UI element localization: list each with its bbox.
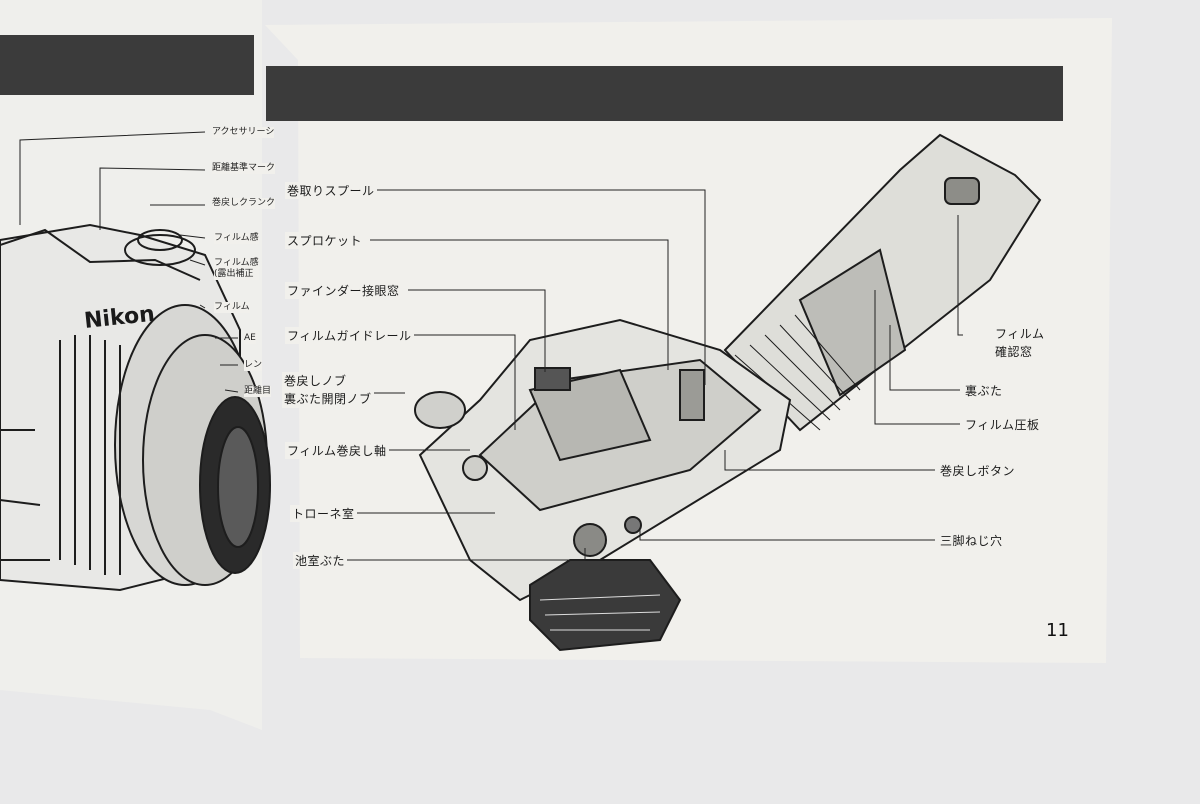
callout-sprocket: スプロケット [285, 232, 365, 249]
left-label-8: レン [244, 360, 263, 371]
left-label-2: 距離基準マーク [212, 163, 276, 174]
callout-takeup-spool: 巻取りスプール [285, 182, 377, 199]
callout-film-guide-rail: フィルムガイドレール [285, 327, 414, 344]
left-label-9: 距離目 [244, 386, 272, 397]
callout-pressure-plate: フィルム圧板 [963, 416, 1042, 433]
callout-rewind-shaft: フィルム巻戻し軸 [285, 442, 389, 459]
left-leader-lines [19, 131, 239, 393]
left-label-4: フィルム感 [214, 233, 259, 244]
left-label-5: フィルム感 (露出補正 [214, 258, 259, 280]
callout-cartridge-chamber: トローネ室 [290, 505, 357, 522]
callout-tripod-socket: 三脚ねじ穴 [938, 532, 1005, 549]
page-number: 11 [1046, 620, 1069, 641]
left-label-3: 巻戻しクランク [212, 198, 276, 209]
callout-back-cover: 裏ぶた [963, 382, 1005, 399]
left-label-6: フィルム [214, 302, 250, 313]
callout-rewind-button: 巻戻しボタン [938, 462, 1018, 479]
left-camera-drawing [0, 223, 271, 592]
right-camera-drawing [414, 133, 1042, 652]
callout-film-window: フィルム 確認窓 [993, 325, 1047, 361]
callout-finder-eyepiece: ファインダー接眼窓 [285, 282, 402, 299]
left-label-1: アクセサリーシ [212, 127, 275, 138]
left-header-bar [0, 35, 254, 95]
callout-rewind-knob: 巻戻しノブ 裏ぶた開閉ノブ [282, 372, 374, 408]
callout-battery-cover: 池室ぶた [293, 552, 348, 569]
left-label-7: AE [244, 333, 256, 344]
right-header-bar [266, 66, 1063, 121]
